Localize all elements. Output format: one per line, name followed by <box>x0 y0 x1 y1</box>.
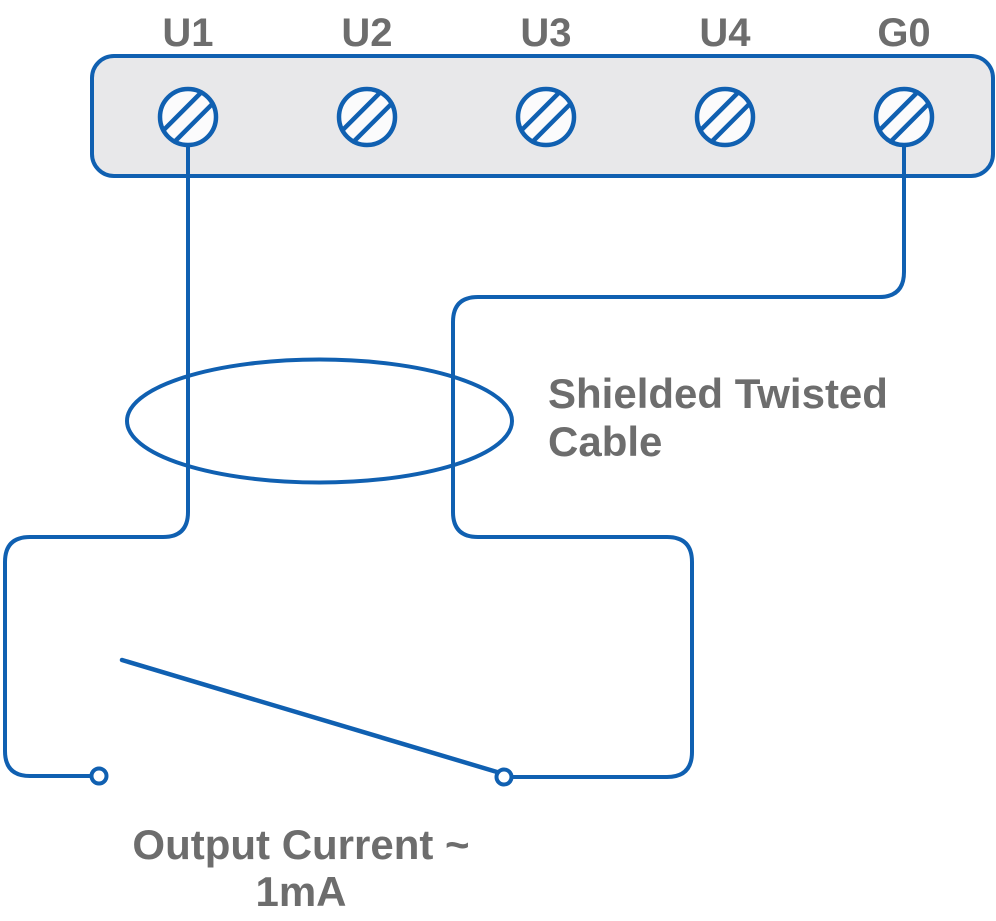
output-current-label-line2: 1mA <box>255 868 346 915</box>
terminal-u1: U1 <box>160 11 216 145</box>
screw-terminal-icon <box>697 89 753 145</box>
terminal-label-u2: U2 <box>341 11 392 55</box>
terminal-label-u3: U3 <box>520 11 571 55</box>
terminal-label-u4: U4 <box>699 11 751 55</box>
cable-shield-ellipse <box>125 357 514 485</box>
screw-terminal-icon <box>339 89 395 145</box>
terminal-label-g0: G0 <box>877 11 930 55</box>
output-switch <box>89 657 514 787</box>
switch-contact-right <box>494 767 514 787</box>
terminal-g0: G0 <box>876 11 932 145</box>
terminal-u2: U2 <box>339 11 395 145</box>
switch-contact-left <box>89 766 109 786</box>
wire-g0-ground <box>451 144 906 779</box>
screw-terminal-icon <box>518 89 574 145</box>
terminal-u4: U4 <box>697 11 753 145</box>
shielded-cable-label-line1: Shielded Twisted <box>548 370 888 417</box>
output-current-label-line1: Output Current ~ <box>132 821 469 868</box>
terminal-label-u1: U1 <box>162 11 213 55</box>
screw-terminal-icon <box>160 89 216 145</box>
shielded-cable-label-line2: Cable <box>548 418 662 465</box>
terminal-strip: U1 U2 U3 U4 G0 <box>90 11 995 178</box>
wire-u1-signal <box>3 144 190 778</box>
shielded-cable-annotation: Shielded Twisted Cable <box>548 370 888 465</box>
screw-terminal-icon <box>876 89 932 145</box>
switch-lever <box>119 657 500 775</box>
output-current-annotation: Output Current ~ 1mA <box>132 821 469 915</box>
terminal-u3: U3 <box>518 11 574 145</box>
